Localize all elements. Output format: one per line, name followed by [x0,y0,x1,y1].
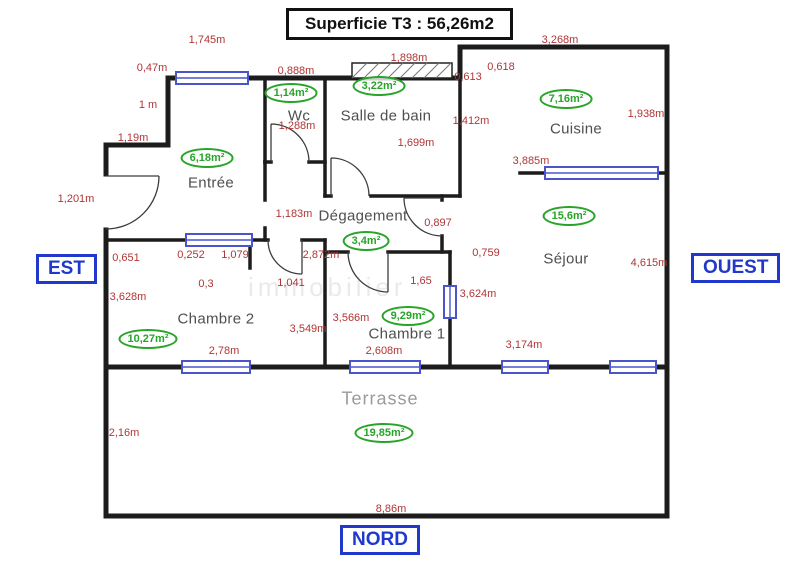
window [501,360,549,374]
window [175,71,249,85]
window [349,360,421,374]
wall [103,75,171,177]
compass-est: EST [36,254,97,284]
door-arc [330,157,370,197]
door-arc [270,123,310,163]
plan-title: Superficie T3 : 56,26m2 [286,8,513,40]
door-arc [347,251,389,293]
windows [175,71,659,374]
window [544,166,659,180]
compass-nord: NORD [340,525,420,555]
window [609,360,657,374]
wall [165,44,670,370]
watermark: immobilier [248,272,407,302]
interior-walls [104,76,669,369]
wall [103,363,670,519]
window [185,233,253,247]
door-arc [105,175,160,230]
doors [105,123,443,293]
hatch-pattern [351,62,452,79]
door-arc [403,197,443,237]
door-arc [267,239,303,275]
window [443,285,457,319]
hatched-window [351,62,453,79]
compass-ouest: OUEST [691,253,781,283]
window [181,360,251,374]
